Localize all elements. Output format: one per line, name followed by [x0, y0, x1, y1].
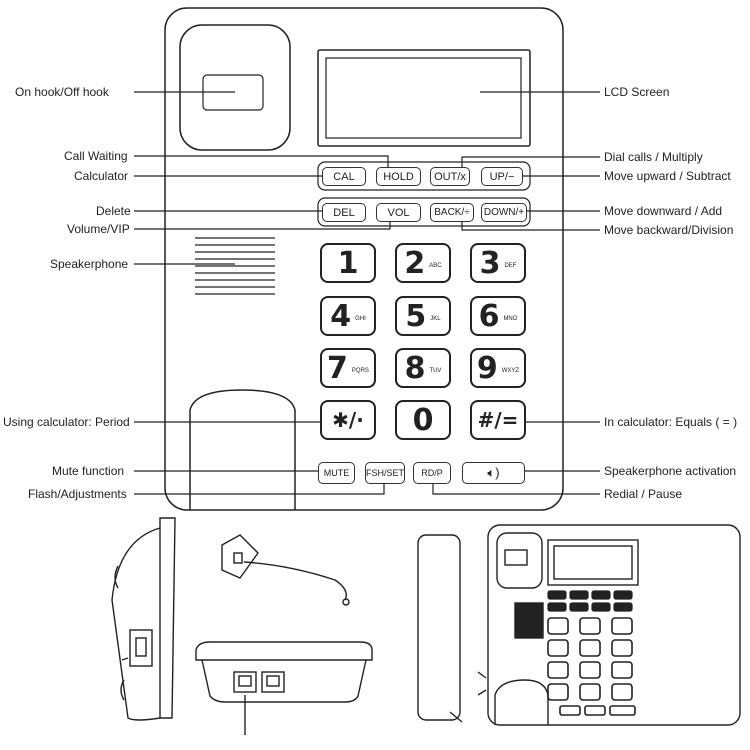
front-mini-view [417, 524, 741, 726]
key-letters: JKL [430, 316, 441, 322]
up-button[interactable]: UP/− [481, 167, 523, 186]
label-redial: Redial / Pause [604, 487, 683, 501]
label-equals: In calculator: Equals ( = ) [604, 415, 738, 429]
side-view [111, 517, 176, 721]
key-digit: 4 [330, 298, 352, 334]
label-flash: Flash/Adjustments [28, 487, 127, 501]
cal-button[interactable]: CAL [322, 167, 366, 186]
key-0[interactable]: 1 [320, 243, 376, 283]
front-mini-buttons [547, 590, 633, 612]
front-mini-keypad [547, 617, 636, 716]
label-down: Move downward / Add [604, 204, 723, 218]
key-digit: 1 [337, 245, 359, 281]
key-digit: 5 [405, 298, 427, 334]
key-digit: 6 [478, 298, 500, 334]
label-speakerphone: Speakerphone [50, 257, 129, 271]
key-letters: ABC [429, 263, 442, 269]
fsh-set-button[interactable]: FSH/SET [365, 462, 405, 484]
key-digit: 2 [404, 245, 426, 281]
label-hook: On hook/Off hook [15, 85, 109, 99]
back-view [195, 641, 373, 735]
rdp-button[interactable]: RD/P [413, 462, 451, 484]
key-9[interactable]: ✱/· [320, 400, 376, 440]
speakerphone-button[interactable]: 🔈︎) [462, 462, 525, 484]
key-10[interactable]: 0 [395, 400, 451, 440]
key-digit: 0 [412, 402, 434, 438]
speaker-grille [195, 237, 275, 295]
key-digit: 7 [327, 350, 348, 386]
key-digit: #/= [477, 408, 519, 432]
key-digit: 9 [476, 350, 498, 386]
label-mute: Mute function [52, 464, 125, 478]
label-calculator: Calculator [74, 169, 129, 183]
key-letters: GHI [355, 316, 366, 322]
mute-button[interactable]: MUTE [318, 462, 355, 484]
key-letters: MNO [503, 316, 518, 322]
label-speaker-activation: Speakerphone activation [604, 464, 737, 478]
down-button[interactable]: DOWN/+ [481, 203, 527, 222]
key-letters: DEF [504, 263, 517, 269]
back-button[interactable]: BACK/÷ [430, 203, 474, 222]
key-digit: 3 [479, 245, 501, 281]
key-letters: WXYZ [501, 368, 520, 374]
label-call-waiting: Call Waiting [64, 149, 128, 163]
key-digit: ✱/· [332, 408, 364, 432]
key-letters: TUV [429, 368, 442, 374]
out-button[interactable]: OUT/x [430, 167, 470, 186]
speaker-icon: 🔈︎) [487, 465, 500, 480]
vol-button[interactable]: VOL [376, 203, 421, 222]
label-up: Move upward / Subtract [604, 169, 731, 183]
label-volume: Volume/VIP [67, 222, 130, 236]
hold-button[interactable]: HOLD [376, 167, 421, 186]
label-back: Move backward/Division [604, 223, 734, 237]
key-letters: PQRS [351, 368, 369, 374]
label-delete: Delete [96, 204, 131, 218]
key-digit: 8 [404, 350, 426, 386]
label-lcd: LCD Screen [604, 85, 670, 99]
label-dial: Dial calls / Multiply [604, 150, 703, 164]
wall-jack-view [221, 534, 350, 606]
label-period: Using calculator: Period [3, 415, 130, 429]
key-11[interactable]: #/= [470, 400, 526, 440]
del-button[interactable]: DEL [322, 203, 366, 222]
